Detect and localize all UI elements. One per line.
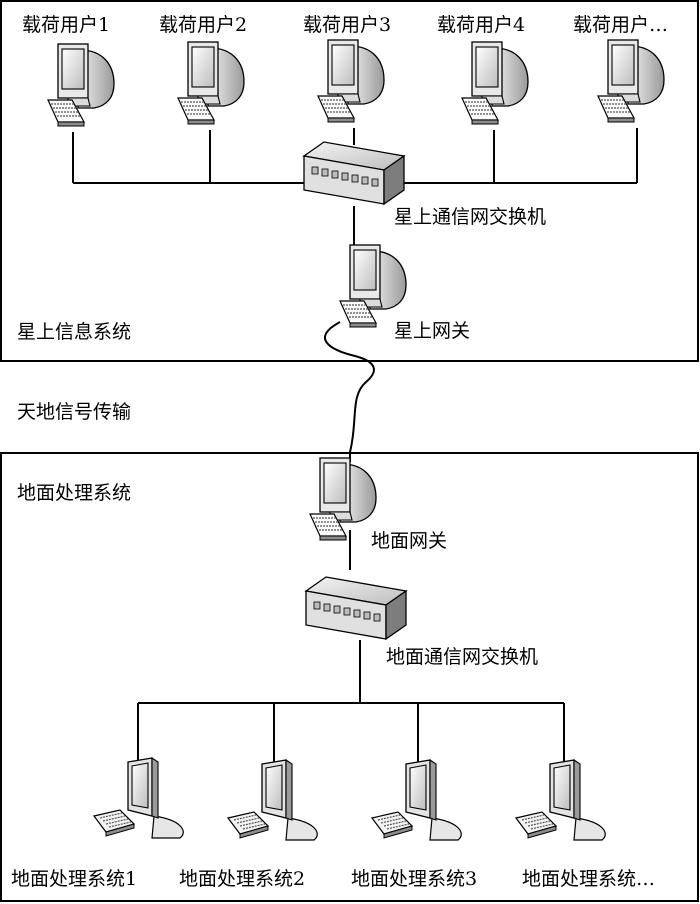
ground-switch-icon	[305, 576, 407, 640]
ground-system-title: 地面处理系统	[17, 482, 132, 504]
ground-gateway-computer-icon	[309, 457, 377, 541]
satellite-gateway-label: 星上网关	[394, 320, 471, 342]
link-label: 天地信号传输	[17, 401, 132, 423]
user-computer-4-icon	[461, 41, 529, 125]
ground-gateway-label: 地面网关	[371, 530, 448, 552]
processor-computer-2-icon	[227, 759, 318, 841]
user-computer-2-icon	[177, 41, 245, 125]
satellite-switch-label: 星上通信网交换机	[394, 206, 547, 228]
satellite-switch-icon	[303, 141, 405, 205]
user-label-1: 载荷用户1	[22, 14, 111, 36]
processor-label-1: 地面处理系统1	[11, 868, 138, 890]
user-computer-5-icon	[597, 39, 665, 123]
space-ground-link	[324, 321, 375, 462]
satellite-system-box	[0, 0, 699, 362]
user-label-4: 载荷用户4	[437, 14, 526, 36]
user-label-3: 载荷用户3	[303, 14, 392, 36]
satellite-system-title: 星上信息系统	[17, 321, 132, 343]
user-computer-3-icon	[317, 39, 385, 123]
processor-label-4: 地面处理系统…	[522, 868, 656, 890]
user-computer-1-icon	[47, 43, 115, 127]
processor-computer-4-icon	[515, 759, 606, 841]
ground-bus-lines	[137, 530, 565, 762]
satellite-gateway-computer-icon	[339, 244, 407, 328]
user-label-5: 载荷用户…	[573, 14, 669, 36]
user-label-2: 载荷用户2	[159, 14, 248, 36]
processor-label-3: 地面处理系统3	[351, 868, 478, 890]
ground-switch-label: 地面通信网交换机	[386, 646, 539, 668]
processor-computer-1-icon	[93, 757, 184, 839]
processor-label-2: 地面处理系统2	[179, 868, 306, 890]
processor-computer-3-icon	[371, 759, 462, 841]
